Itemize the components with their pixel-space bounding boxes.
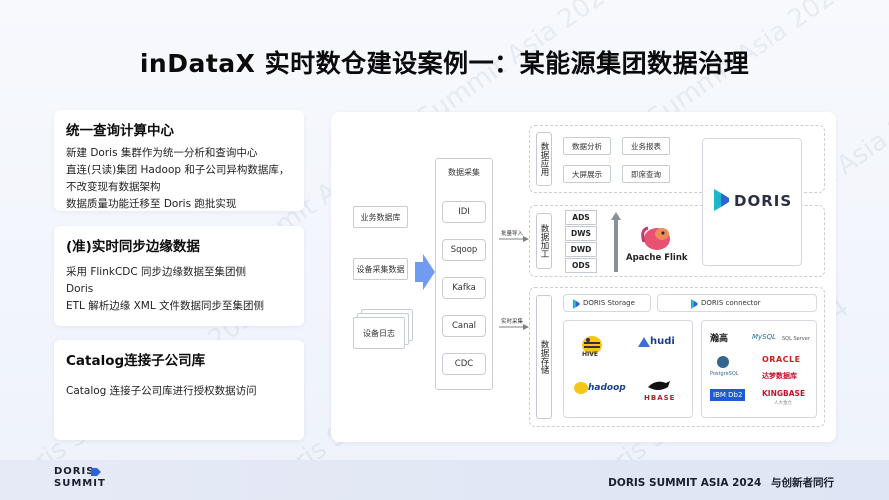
source-business-db: 业务数据库: [353, 206, 408, 228]
kingbase-sublabel: 人大金仓: [774, 401, 792, 406]
sqlserver-logo: SQL Server: [782, 336, 810, 342]
arrow-up-icon: [611, 212, 621, 272]
source-device-data: 设备采集数据: [353, 258, 408, 280]
doris-connector-label: DORIS connector: [701, 299, 761, 307]
footer-logo-top: DORIS: [54, 466, 95, 477]
tool-cdc: CDC: [442, 353, 486, 375]
layer-ods: ODS: [565, 258, 597, 273]
layer-ads: ADS: [565, 210, 597, 225]
hbase-orca-icon: [648, 381, 670, 390]
footer: DORIS SUMMIT DORIS SUMMIT ASIA 2024 与创新者…: [0, 460, 889, 500]
storage-layer-label: 数据存储: [536, 295, 552, 419]
ibm-db2-logo: IBM Db2: [710, 389, 746, 401]
footer-event: DORIS SUMMIT ASIA 2024 与创新者同行: [608, 475, 834, 490]
app-layer-label: 数据应用: [536, 132, 552, 186]
page-title: inDataX 实时数仓建设案例一：某能源集团数据治理: [139, 49, 750, 78]
card-line: 数据质量功能迁移至 Doris 跑批实现: [66, 198, 237, 210]
hbase-label: HBASE: [644, 394, 676, 402]
doris-engine: DORIS: [702, 138, 802, 266]
card-line: 直连(只读)集团 Hadoop 和子公司异构数据库，: [66, 164, 290, 176]
doris-logo-icon: [714, 189, 729, 211]
layer-dws: DWS: [565, 226, 597, 241]
postgresql-elephant-icon: [717, 356, 729, 368]
hudi-label: hudi: [650, 336, 675, 347]
hadoop-ecosystem: HIVE hudi hadoop HBASE: [563, 320, 693, 418]
flink-label: Apache Flink: [626, 253, 688, 263]
card-line: 采用 FlinkCDC 同步边缘数据至集团侧: [66, 266, 247, 278]
hive-label: HIVE: [582, 351, 598, 358]
doris-logo-icon: [690, 299, 698, 309]
architecture-diagram: 业务数据库 设备采集数据 设备日志 数据采集 IDI Sqoop Kafka C…: [331, 112, 836, 442]
app-item: 数据分析: [563, 137, 611, 155]
process-layer: [529, 205, 825, 277]
arrow-label-batch: 批量导入: [501, 231, 524, 237]
card-catalog: Catalog连接子公司库 Catalog 连接子公司库进行授权数据访问: [54, 340, 304, 440]
tool-sqoop: Sqoop: [442, 239, 486, 261]
kingbase-logo: KINGBASE: [762, 389, 806, 398]
doris-storage: DORIS Storage: [563, 294, 651, 312]
storage-layer: [529, 287, 825, 427]
process-layer-label: 数据加工: [536, 213, 552, 269]
card-realtime-sync: (准)实时同步边缘数据 采用 FlinkCDC 同步边缘数据至集团侧 Doris…: [54, 226, 304, 326]
highgo-logo: 瀚高: [710, 334, 729, 344]
doris-logo-icon: [572, 299, 580, 309]
arrow-right-icon: [499, 236, 529, 242]
card-line: 不改变现有数据架构: [66, 181, 161, 193]
footer-event-name: DORIS SUMMIT ASIA 2024: [608, 477, 762, 489]
card-heading: Catalog连接子公司库: [66, 353, 206, 369]
card-line: Catalog 连接子公司库进行授权数据访问: [66, 385, 257, 397]
doris-logo-text: DORIS: [734, 192, 793, 210]
card-heading: 统一查询计算中心: [66, 123, 174, 139]
tool-canal: Canal: [442, 315, 486, 337]
relational-db-ecosystem: 瀚高 MySQL SQL Server PostgreSQL ORACLE 达梦…: [701, 320, 817, 418]
source-device-log: 设备日志: [353, 317, 405, 349]
layer-dwd: DWD: [565, 242, 597, 257]
hive-bee-icon: [582, 336, 602, 354]
dameng-logo: 达梦数据库: [762, 372, 797, 380]
arrow-right-icon: [499, 324, 529, 330]
app-item: 业务报表: [622, 137, 670, 155]
arrow-right-icon: [415, 254, 435, 290]
arrow-label-realtime: 实时采集: [501, 319, 524, 325]
postgresql-logo: PostgreSQL: [710, 371, 739, 377]
hudi-icon: [638, 337, 650, 347]
app-item: 大屏展示: [563, 165, 611, 183]
card-line: ETL 解析边缘 XML 文件数据同步至集团侧: [66, 300, 265, 312]
footer-logo-bottom: SUMMIT: [54, 478, 106, 489]
doris-storage-label: DORIS Storage: [583, 299, 635, 307]
hadoop-label: hadoop: [588, 383, 626, 393]
hadoop-elephant-icon: [574, 382, 588, 394]
flink-squirrel-icon: [641, 226, 670, 250]
collect-panel: 数据采集: [435, 158, 493, 390]
app-layer: [529, 125, 825, 193]
tool-kafka: Kafka: [442, 277, 486, 299]
oracle-logo: ORACLE: [762, 355, 801, 364]
card-heading: (准)实时同步边缘数据: [66, 239, 200, 255]
app-item: 即席查询: [622, 165, 670, 183]
tool-idi: IDI: [442, 201, 486, 223]
doris-logo-icon: [91, 468, 101, 476]
card-unified-query: 统一查询计算中心 新建 Doris 集群作为统一分析和查询中心 直连(只读)集团…: [54, 110, 304, 211]
mysql-logo: MySQL: [752, 333, 777, 341]
card-line: 新建 Doris 集群作为统一分析和查询中心: [66, 147, 258, 159]
footer-slogan: 与创新者同行: [771, 477, 834, 489]
card-line: Doris: [66, 283, 94, 295]
doris-connector: DORIS connector: [657, 294, 817, 312]
